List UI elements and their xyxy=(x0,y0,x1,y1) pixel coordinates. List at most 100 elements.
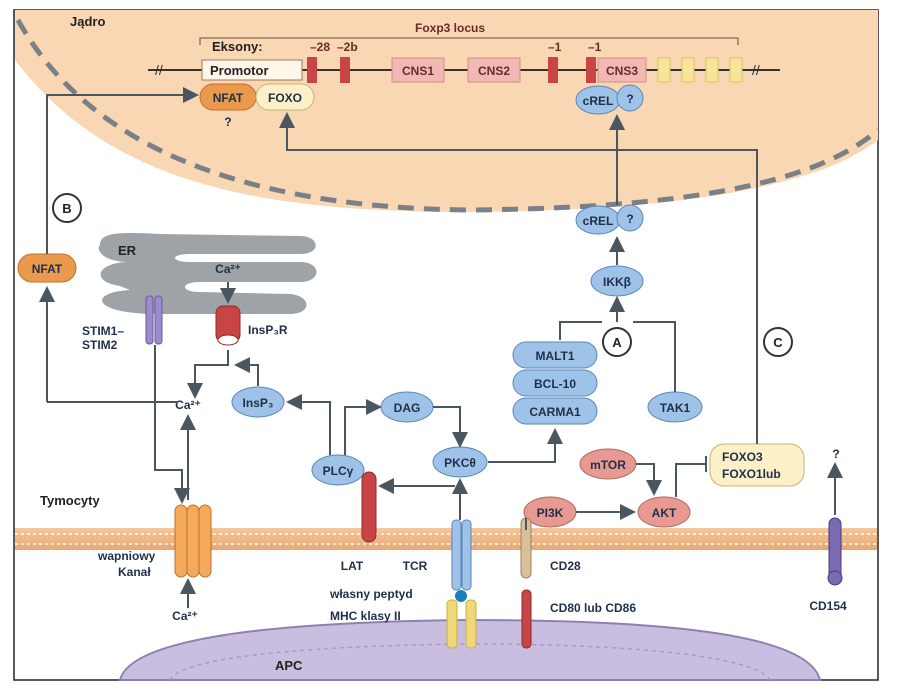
crel-partner-nuclear xyxy=(616,84,644,112)
insp3-label: InsP₃ xyxy=(243,396,274,410)
pos-2b-label: –2b xyxy=(337,40,358,54)
nucleus-label: Jądro xyxy=(70,14,105,29)
calcium-channel-line2: Kanał xyxy=(118,565,151,579)
bcl10-node xyxy=(512,369,598,397)
circle-c xyxy=(763,327,793,357)
ca-channel-sub2 xyxy=(186,504,200,578)
cd154-label: CD154 xyxy=(809,599,847,613)
mhc-chain-beta xyxy=(465,599,477,649)
pos-1b-label: –1 xyxy=(588,40,602,54)
exon-2b xyxy=(340,57,350,83)
locus-bracket xyxy=(199,37,739,45)
dna-break-left: // xyxy=(155,62,163,78)
lat-protein xyxy=(361,471,377,543)
carma1-label: CARMA1 xyxy=(529,405,581,419)
thymocyte-label: Tymocyty xyxy=(40,493,100,508)
crel-nuclear-label: cREL xyxy=(583,94,614,108)
nfat-question-label: ? xyxy=(224,115,231,129)
cd154-head xyxy=(827,570,843,586)
ikkb-label: IKKβ xyxy=(603,275,631,289)
arrow-mtor-to-akt xyxy=(636,463,662,496)
carma1-node xyxy=(512,397,598,425)
pi3k-label: PI3K xyxy=(537,506,564,520)
pos-28-label: –28 xyxy=(310,40,330,54)
tcr-chain-alpha xyxy=(451,519,462,591)
akt-label: AKT xyxy=(652,506,677,520)
cd154-question: ? xyxy=(832,447,839,461)
nfat-nuclear-label: NFAT xyxy=(213,91,244,105)
ca-er-label: Ca²⁺ xyxy=(215,262,241,276)
arrow-dag-to-pkc xyxy=(433,406,468,448)
exons-label: Eksony: xyxy=(212,39,263,54)
malt1-node xyxy=(512,341,598,369)
arrow-stim-to-channel xyxy=(154,345,190,504)
crel-partner-cytoplasmic xyxy=(616,204,644,232)
insp3r-label: InsP₃R xyxy=(248,323,288,337)
stim-bar-2 xyxy=(154,295,163,345)
arrow-plcg-to-insp3 xyxy=(286,394,331,455)
cd80-label: CD80 lub CD86 xyxy=(550,601,636,615)
pos-1a-label: –1 xyxy=(548,40,562,54)
cns3-box xyxy=(597,57,647,83)
foxo-nuclear-label: FOXO xyxy=(268,91,302,105)
exon-yellow-4 xyxy=(729,57,743,83)
circle-a xyxy=(602,327,632,357)
promoter-label: Promotor xyxy=(210,63,269,78)
exon-28 xyxy=(307,57,317,83)
promoter-box xyxy=(201,59,303,81)
malt1-label: MALT1 xyxy=(535,349,574,363)
arrow-insp3r-to-ca xyxy=(187,350,229,399)
mhc-label: MHC klasy II xyxy=(330,609,401,623)
exon-yellow-3 xyxy=(705,57,719,83)
crel-cytoplasmic-label: cREL xyxy=(583,214,614,228)
cell-membrane xyxy=(15,528,877,550)
dag-label: DAG xyxy=(394,401,421,415)
bcl10-label: BCL-10 xyxy=(534,377,576,391)
mhc-chain-alpha xyxy=(446,599,458,649)
calcium-channel-line1: wapniowy xyxy=(97,549,156,563)
arrow-nfat-to-nucleus xyxy=(46,87,199,254)
exon-yellow-1 xyxy=(657,57,671,83)
arrow-insp3-to-insp3r xyxy=(234,357,259,386)
stim-bar-1 xyxy=(145,295,154,345)
cd28-label: CD28 xyxy=(550,559,581,573)
cns2-label: CNS2 xyxy=(478,64,510,78)
akt-node xyxy=(637,496,691,528)
tak1-label: TAK1 xyxy=(660,401,691,415)
stim-label: STIM1–STIM2 xyxy=(82,324,124,352)
foxo-line1: FOXO3 xyxy=(722,450,763,464)
stim-label-line1: STIM1– xyxy=(82,324,124,338)
mtor-label: mTOR xyxy=(590,458,626,472)
arrow-foxo-to-nucleus xyxy=(279,112,758,444)
arrow-tak1-to-ikkb xyxy=(633,321,676,392)
cns1-box xyxy=(391,57,445,83)
dna-break-right: // xyxy=(752,62,760,78)
plcg-node xyxy=(311,454,365,486)
arrow-pkc-to-cbm xyxy=(488,428,563,463)
ca-channel-sub1 xyxy=(174,504,188,578)
plcg-label: PLCγ xyxy=(323,464,354,478)
insp3r-pore xyxy=(217,334,239,346)
cd80-protein xyxy=(521,589,532,649)
foxo-nuclear xyxy=(255,83,315,111)
exon-1b xyxy=(586,57,596,83)
cns3-label: CNS3 xyxy=(606,64,638,78)
foxo-line2: FOXO1lub xyxy=(722,467,781,481)
er-label: ER xyxy=(118,243,137,258)
arrow-akt-inhibits-foxo xyxy=(675,463,706,497)
ca-cytoplasmic-label: Ca²⁺ xyxy=(175,398,201,412)
arrow-cbm-to-ikkb-1 xyxy=(559,321,602,340)
arrow-plcg-to-dag xyxy=(344,399,382,455)
self-peptide xyxy=(455,590,467,602)
foxp3-locus-label: Foxp3 locus xyxy=(415,21,485,35)
circle-b xyxy=(52,193,82,223)
peptide-label: własny peptyd xyxy=(329,587,413,601)
apc-label: APC xyxy=(275,658,303,673)
crel-partner-nuclear-label: ? xyxy=(626,92,633,106)
exon-1a xyxy=(548,57,558,83)
er-organelle xyxy=(98,233,317,314)
